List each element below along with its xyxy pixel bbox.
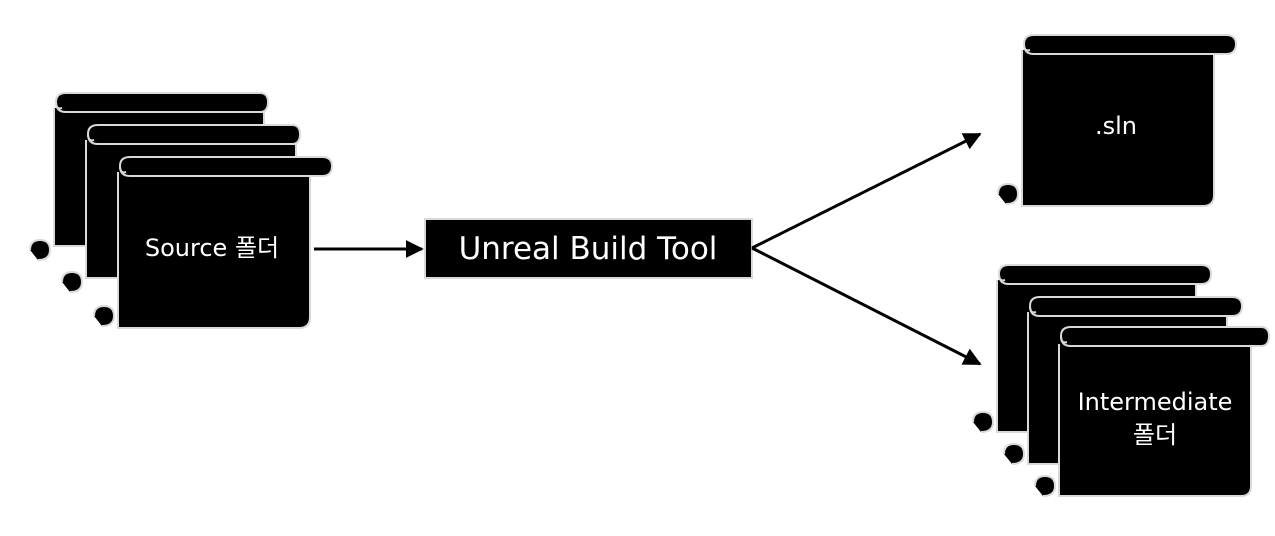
intermediate-label-line2: 폴더 [1133, 421, 1177, 449]
sln-file: .sln [997, 34, 1238, 207]
source-folder-label: Source 폴더 [145, 234, 279, 262]
source-folder-stack: Source 폴더 [29, 92, 334, 329]
unreal-build-tool-label: Unreal Build Tool [459, 231, 718, 267]
intermediate-folder-stack: Intermediate 폴더 [972, 264, 1271, 497]
arrow-to-intermediate [751, 246, 982, 366]
scroll-icon [997, 34, 1238, 207]
scroll-icon [93, 156, 334, 329]
sln-label: .sln [1095, 112, 1137, 140]
intermediate-label-line1: Intermediate [1078, 388, 1233, 416]
unreal-build-tool-box: Unreal Build Tool [424, 218, 753, 279]
arrow-to-sln [751, 132, 982, 250]
scroll-icon [1034, 326, 1271, 497]
